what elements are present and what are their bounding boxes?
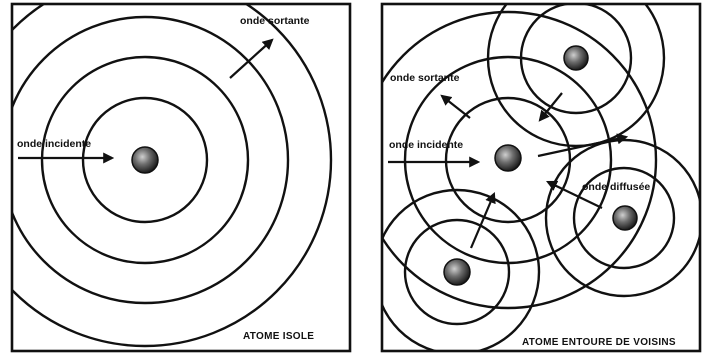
- outgoing-wavefronts: [0, 0, 331, 346]
- label-outgoing-wave-right: onde sortante: [390, 72, 460, 84]
- outgoing-wave-arrow-right: [442, 96, 470, 118]
- label-incident-wave-right: onde incidente: [389, 139, 463, 151]
- panel-atom-with-neighbours: onde sortante onde incidente onde diffus…: [360, 0, 702, 354]
- atom-icon: [132, 147, 158, 173]
- scattered-arrow-from-bottom: [471, 194, 494, 248]
- neighbour-atom-icon: [564, 46, 588, 70]
- caption-atom-with-neighbours: ATOME ENTOURE DE VOISINS: [522, 337, 676, 348]
- neighbour-atom-icon: [613, 206, 637, 230]
- caption-isolated-atom: ATOME ISOLE: [243, 331, 314, 342]
- label-scattered-wave: onde diffusée: [582, 181, 650, 193]
- outgoing-wave-arrow: [230, 40, 272, 78]
- neighbour-atom-icon: [444, 259, 470, 285]
- wavefronts-right: [360, 0, 702, 354]
- central-atom-icon: [495, 145, 521, 171]
- label-outgoing-wave: onde sortante: [240, 15, 310, 27]
- label-incident-wave: onde incidente: [17, 138, 91, 150]
- panel-isolated-atom: onde incidente onde sortante ATOME ISOLE: [0, 0, 350, 351]
